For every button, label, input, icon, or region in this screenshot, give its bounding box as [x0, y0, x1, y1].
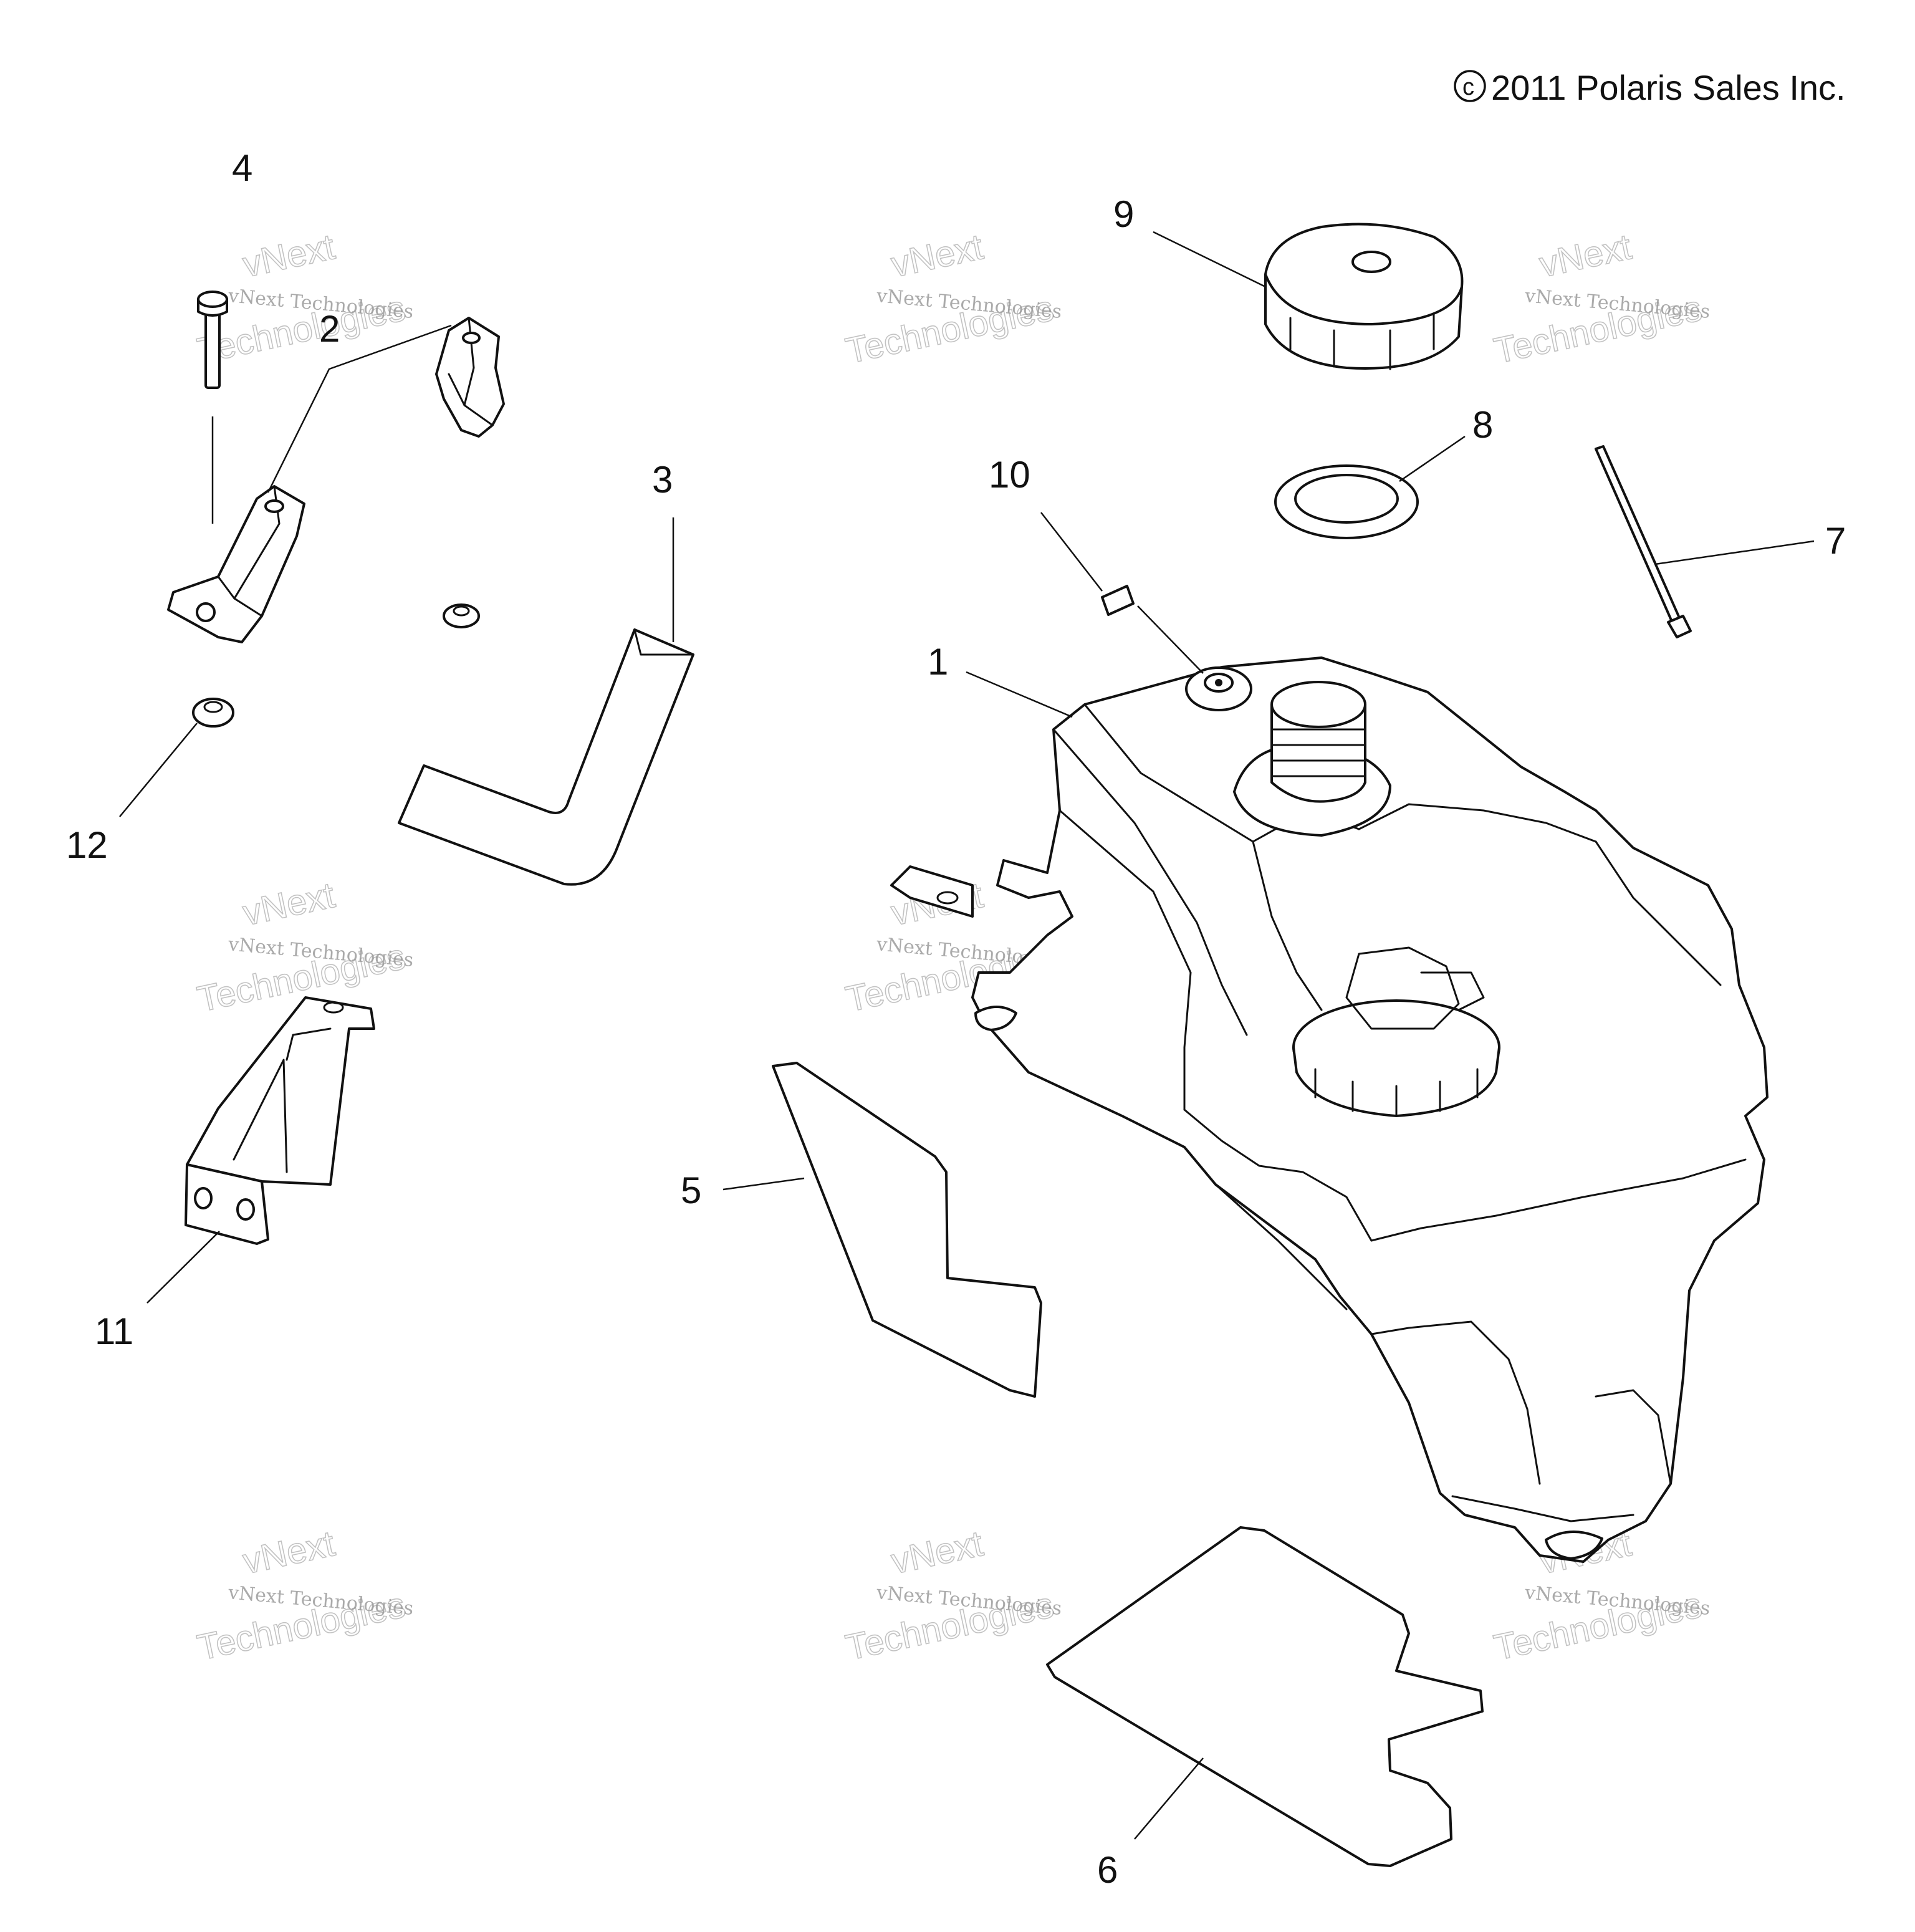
watermark-2: vNext vNext Technologies Technologies — [842, 226, 1062, 372]
copyright-c-glyph: c — [1462, 74, 1474, 100]
bracket-left-edge — [233, 485, 281, 600]
vent-tube-body — [1595, 445, 1683, 628]
part-8-gasket — [1274, 435, 1466, 539]
callout-12: 12 — [66, 824, 108, 866]
tank-lower-crease — [1214, 1183, 1348, 1310]
mount-bracket-hole-1 — [194, 1187, 213, 1209]
watermark-word-top: vNext — [239, 1523, 338, 1582]
copyright-text: 2011 Polaris Sales Inc. — [1491, 68, 1846, 107]
part-9-fuel-cap — [1153, 223, 1464, 370]
leader-10 — [1040, 512, 1103, 592]
mount-bracket-top-hole — [323, 1001, 344, 1014]
watermark-8: vNext vNext Technologies Technologies — [842, 1522, 1062, 1668]
bracket-left-body — [167, 485, 305, 643]
part-5-shield — [722, 1062, 1042, 1398]
tank-top-ridge — [1052, 728, 1248, 1036]
tank-deck-edge — [1252, 840, 1323, 1011]
copyright-notice: c 2011 Polaris Sales Inc. — [1454, 68, 1846, 107]
leader-5 — [722, 1177, 805, 1191]
callout-10: 10 — [989, 454, 1030, 496]
tank-side-boss — [974, 1006, 1017, 1031]
watermark-7: vNext vNext Technologies Technologies — [193, 1522, 414, 1668]
leader-8 — [1399, 435, 1466, 483]
callout-8: 8 — [1472, 404, 1493, 446]
callout-9: 9 — [1113, 193, 1134, 235]
part-4-bolt — [197, 291, 228, 524]
tank-bottom-edge — [1451, 1495, 1634, 1522]
mount-bracket-upright — [186, 996, 375, 1186]
vent-tube-end — [1667, 615, 1692, 638]
callout-2: 2 — [319, 308, 340, 350]
leader-6 — [1134, 1757, 1204, 1840]
watermark-word-top: vNext — [239, 226, 338, 285]
gasket-inner — [1294, 474, 1399, 524]
bracket-left-hole-bottom — [196, 602, 216, 622]
part-6-lower-sheet — [1046, 1526, 1484, 1867]
grommet-upper-hole — [453, 605, 470, 617]
tank-bottom-boss — [1545, 1531, 1603, 1560]
part-3-pad — [398, 517, 694, 886]
callout-3: 3 — [652, 459, 673, 501]
bolt-shank — [204, 305, 221, 389]
tank-mount-tab — [890, 865, 974, 918]
leader-12 — [119, 723, 198, 817]
callout-1: 1 — [928, 641, 948, 683]
shield-body — [772, 1062, 1042, 1398]
copyright-symbol-icon — [1454, 70, 1486, 102]
leader-7 — [1654, 540, 1815, 565]
fuel-pump-connector — [1420, 971, 1485, 1011]
tank-lower-bulge-2 — [1595, 1389, 1672, 1485]
watermark-word-top: vNext — [888, 226, 987, 285]
leader-2 — [267, 324, 452, 493]
watermark-word-top: vNext — [1536, 226, 1635, 285]
tank-lower-bulge — [1370, 1320, 1541, 1485]
lower-sheet-body — [1046, 1526, 1484, 1867]
callout-6: 6 — [1097, 1849, 1118, 1891]
part-12-grommet-lower — [119, 698, 234, 817]
part-1-fuel-tank — [890, 605, 1769, 1563]
watermark-word-top: vNext — [888, 1523, 987, 1582]
bracket-right-slot — [462, 332, 481, 344]
fuel-pump-module — [1345, 946, 1460, 1030]
pad-edge — [633, 628, 694, 656]
tank-mount-tab-hole — [936, 891, 959, 905]
pin-body — [1101, 585, 1135, 616]
tank-right-crease — [1595, 840, 1722, 986]
leader-9 — [1153, 231, 1266, 288]
filler-neck-top — [1270, 681, 1366, 728]
callout-11: 11 — [95, 1310, 133, 1352]
part-11-mount-bracket — [146, 996, 375, 1304]
part-7-vent-tube — [1595, 445, 1815, 638]
callout-7: 7 — [1825, 520, 1846, 562]
mount-bracket-hole-2 — [236, 1198, 255, 1221]
mount-bracket-rib-1 — [233, 1059, 288, 1173]
watermark-3: vNext vNext Technologies Technologies — [1490, 226, 1711, 372]
cap-center-knob — [1351, 251, 1391, 273]
part-2-bracket-right — [267, 317, 505, 493]
part-2-bracket-left — [167, 485, 305, 643]
leader-10-b — [1137, 605, 1204, 674]
tank-deck-edge-2 — [1358, 803, 1597, 843]
bracket-left-slot-top — [264, 499, 284, 513]
watermark-word-top: vNext — [239, 875, 338, 933]
part-12-grommet-upper — [443, 603, 480, 628]
tank-side-crease-2 — [1183, 1108, 1373, 1242]
pad-body — [398, 628, 694, 886]
tank-right-crease-2 — [1370, 1158, 1747, 1242]
vent-fitting-hole — [1215, 679, 1222, 686]
leader-11 — [146, 1231, 220, 1304]
callout-4: 4 — [232, 147, 252, 189]
mount-bracket-rib-2 — [286, 1027, 332, 1061]
tank-side-crease — [1058, 809, 1192, 1111]
bolt-head-top — [197, 291, 228, 308]
leader-1 — [966, 671, 1073, 718]
grommet-lower-hole — [203, 701, 223, 713]
part-10-pin — [1040, 512, 1135, 616]
cap-top — [1264, 223, 1464, 325]
mount-bracket-foot — [185, 1163, 269, 1245]
callout-5: 5 — [681, 1170, 701, 1211]
